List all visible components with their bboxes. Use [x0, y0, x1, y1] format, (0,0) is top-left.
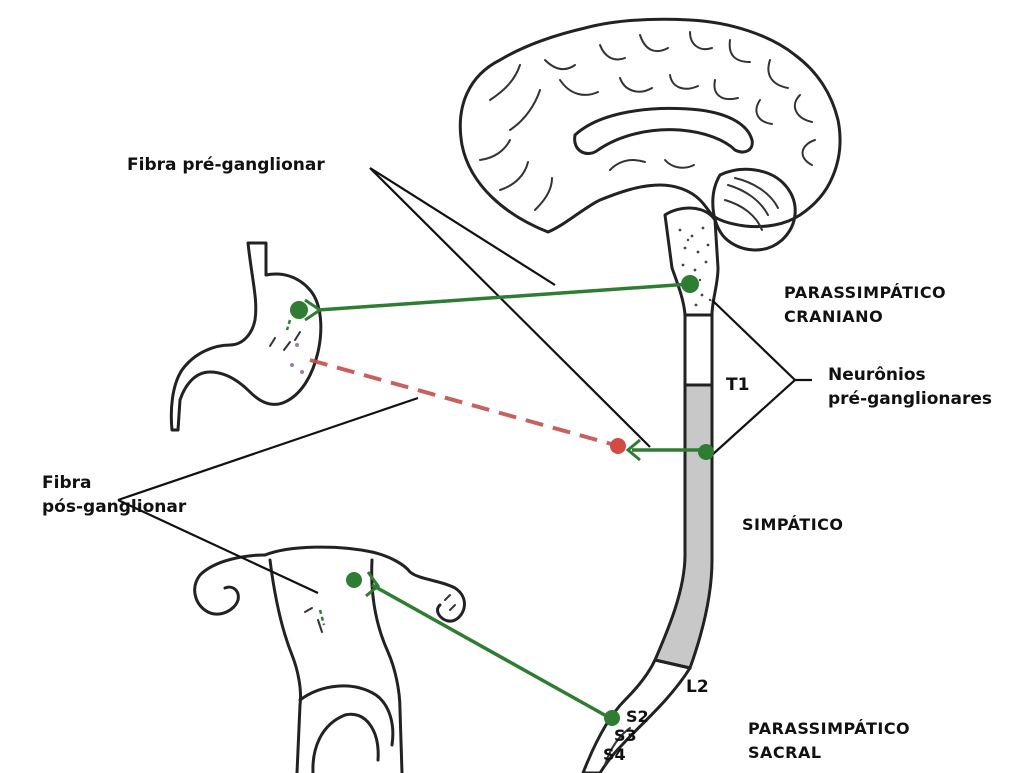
label-parassimpatico-sacral-2: SACRAL	[748, 743, 822, 762]
sacral-parasympathetic-fiber	[372, 585, 610, 718]
label-l2: L2	[686, 677, 709, 697]
brain-drawing	[460, 19, 840, 315]
sympathetic-ganglion	[610, 438, 626, 454]
uterus-ganglion	[346, 572, 362, 588]
label-neuronios-1: Neurônios	[828, 365, 926, 385]
sacral-neuron	[604, 710, 620, 726]
label-fibra-pos-1: Fibra	[42, 473, 91, 493]
label-parassimpatico-craniano-2: CRANIANO	[784, 307, 883, 326]
label-parassimpatico-sacral-1: PARASSIMPÁTICO	[748, 719, 910, 738]
nerve-fibers	[287, 275, 714, 726]
stomach-drawing	[171, 243, 321, 430]
cranial-parasympathetic-fiber	[318, 284, 690, 310]
label-fibra-pre-ganglionar: Fibra pré-ganglionar	[127, 155, 325, 175]
sympathetic-postganglionic-fiber	[310, 360, 615, 445]
sympathetic-segment	[655, 385, 712, 668]
label-simpatico: SIMPÁTICO	[742, 515, 844, 534]
label-s3: S3	[614, 726, 637, 745]
stomach-ganglion	[290, 301, 308, 319]
label-parassimpatico-craniano-1: PARASSIMPÁTICO	[784, 283, 946, 302]
uterus-drawing	[195, 547, 465, 773]
labels: Fibra pré-ganglionar PARASSIMPÁTICO CRAN…	[42, 155, 992, 764]
label-s4: S4	[603, 745, 626, 764]
thoracic-neuron	[698, 444, 714, 460]
spinal-cord	[583, 315, 712, 773]
label-fibra-pos-2: pós-ganglionar	[42, 497, 187, 517]
brainstem-neuron	[681, 275, 699, 293]
label-s2: S2	[626, 707, 649, 726]
label-neuronios-2: pré-ganglionares	[828, 389, 992, 409]
label-t1: T1	[726, 375, 749, 395]
